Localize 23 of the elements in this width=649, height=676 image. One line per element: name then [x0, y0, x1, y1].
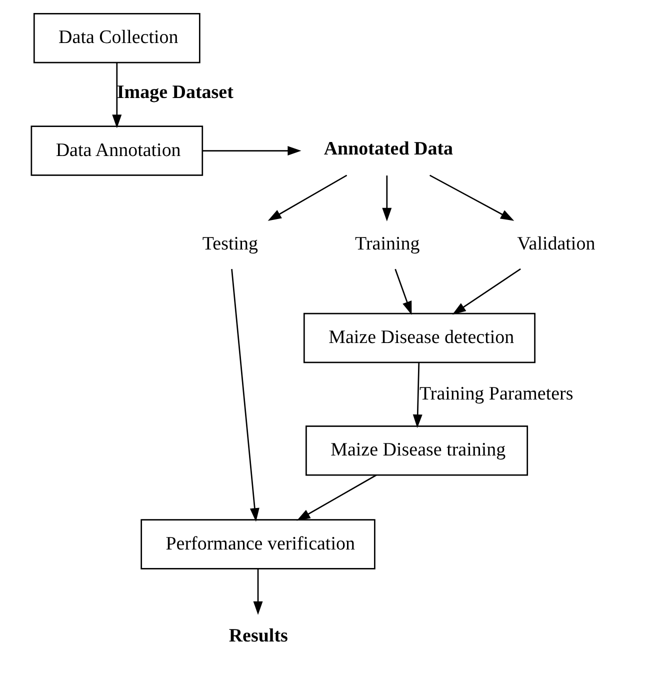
- arrow: [253, 569, 263, 615]
- node-box: Maize Disease training: [306, 426, 528, 476]
- node-box: Data Annotation: [30, 126, 204, 176]
- node-box: Performance verification: [140, 519, 376, 570]
- node-text: Annotated Data: [324, 138, 454, 160]
- edge-label: Training Parameters: [419, 383, 574, 404]
- arrow: [429, 174, 514, 221]
- arrow: [112, 62, 122, 128]
- arrow: [231, 268, 260, 522]
- arrow: [394, 268, 412, 315]
- node-text: Validation: [517, 233, 596, 254]
- node-text: Results: [228, 626, 288, 647]
- edge-label: Image Dataset: [116, 82, 234, 104]
- node-box: Data Collection: [33, 13, 200, 64]
- arrow: [268, 174, 348, 221]
- arrow: [452, 268, 521, 315]
- node-text: Testing: [202, 233, 258, 254]
- arrow: [412, 362, 422, 428]
- node-box: Maize Disease detection: [303, 312, 536, 364]
- arrow: [296, 474, 377, 521]
- node-text: Training: [355, 233, 420, 254]
- arrow: [202, 146, 302, 156]
- arrow: [382, 176, 392, 222]
